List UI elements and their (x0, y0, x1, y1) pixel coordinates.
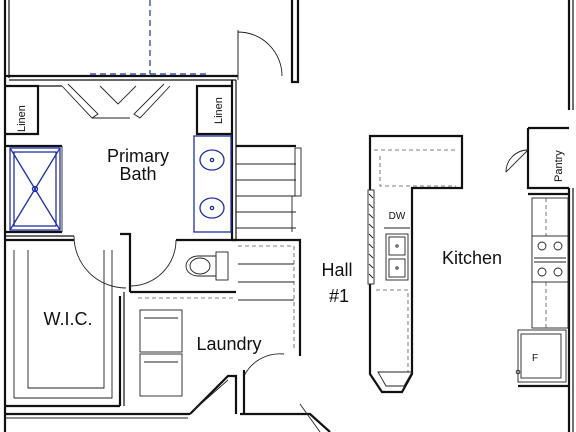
fridge-label: F (532, 353, 538, 364)
primary-bath (5, 80, 237, 292)
bedroom-wall (5, 0, 300, 84)
kitchen-perimeter (505, 126, 569, 388)
laundry-label: Laundry (196, 334, 261, 354)
primary-bath-label-1: Primary (107, 146, 169, 166)
primary-bath-label-2: Bath (119, 164, 156, 184)
wic-label: W.I.C. (44, 309, 93, 329)
linen-right-label: Linen (213, 97, 225, 124)
pantry-label: Pantry (553, 150, 565, 182)
laundry-room (130, 290, 285, 415)
stairs (232, 144, 302, 356)
dishwasher-label: DW (389, 211, 406, 222)
kitchen-island (367, 134, 464, 394)
walk-in-closet (5, 250, 125, 408)
hall-label-1: Hall (321, 260, 352, 280)
hall-label-2: #1 (329, 286, 349, 306)
exterior-walls (3, 0, 574, 432)
linen-left-label: Linen (16, 105, 28, 132)
kitchen-label: Kitchen (442, 248, 502, 268)
